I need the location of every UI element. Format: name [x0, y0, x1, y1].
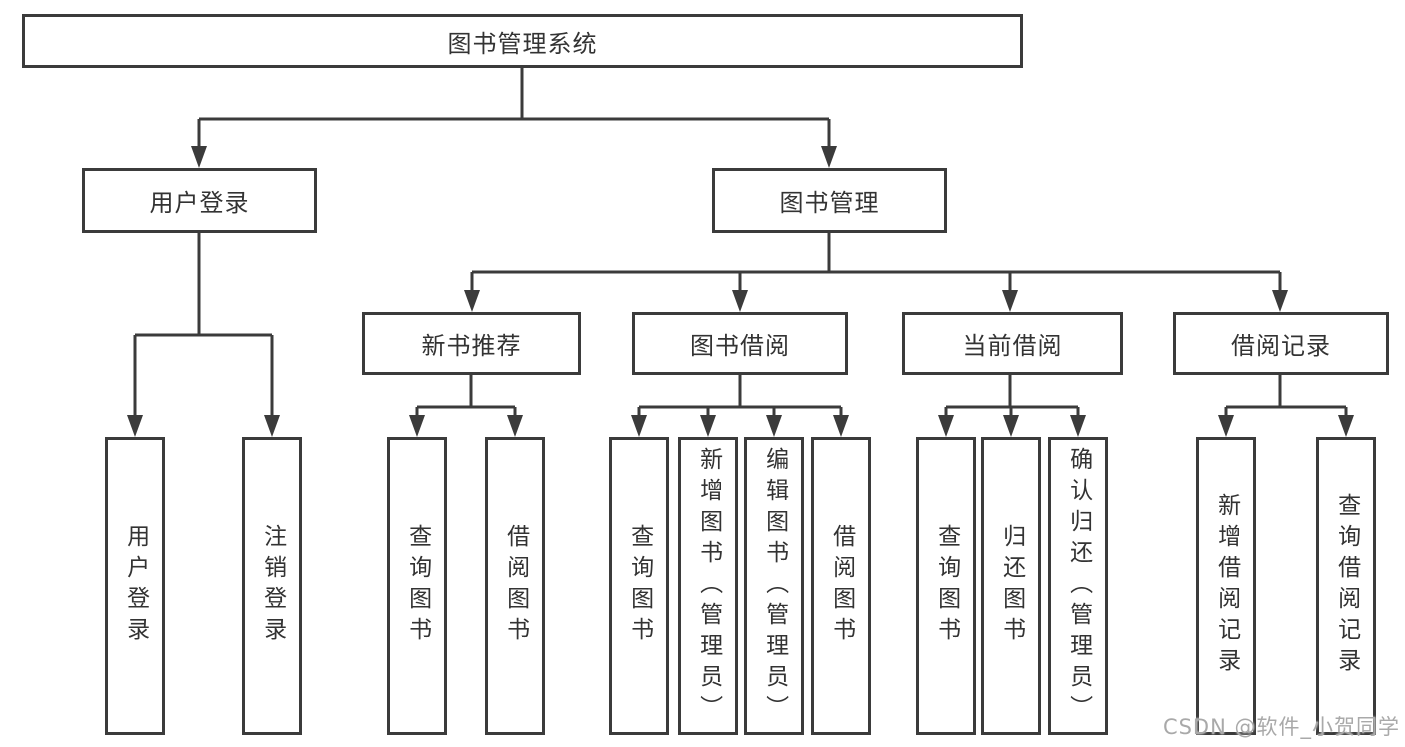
- leaf-borrow-books: 借阅图书: [811, 437, 871, 735]
- node-current-borrowing: 当前借阅: [902, 312, 1123, 375]
- leaf-query-books-borrowing: 查询图书: [609, 437, 669, 735]
- csdn-watermark: CSDN @软件_小贺同学: [1162, 715, 1400, 739]
- node-label: 新书推荐: [421, 332, 522, 360]
- connector-path: [133, 68, 1348, 420]
- leaf-add-borrow-record: 新增借阅记录: [1196, 437, 1256, 735]
- leaf-add-book-admin: 新增图书（管理员）: [678, 437, 738, 735]
- arrowhead-icons: [127, 146, 1354, 437]
- leaf-logout: 注销登录: [242, 437, 302, 735]
- leaf-label: 编辑图书（管理员）: [761, 446, 788, 726]
- leaf-label: 借阅图书: [502, 524, 529, 648]
- leaf-query-books-current: 查询图书: [916, 437, 976, 735]
- leaf-borrow-books-recommend: 借阅图书: [485, 437, 545, 735]
- leaf-user-login: 用户登录: [105, 437, 165, 735]
- leaf-return-books: 归还图书: [981, 437, 1041, 735]
- leaf-label: 归还图书: [998, 524, 1025, 648]
- leaf-confirm-return-admin: 确认归还（管理员）: [1048, 437, 1108, 735]
- node-book-borrowing: 图书借阅: [632, 312, 848, 375]
- node-label: 图书管理系统: [447, 29, 598, 58]
- node-label: 用户登录: [149, 189, 250, 217]
- node-label: 借阅记录: [1231, 332, 1331, 360]
- leaf-label: 查询图书: [626, 524, 653, 648]
- node-new-book-recommendation: 新书推荐: [362, 312, 581, 375]
- node-book-management-system: 图书管理系统: [22, 14, 1023, 68]
- node-book-management: 图书管理: [712, 168, 947, 233]
- node-borrowing-records: 借阅记录: [1173, 312, 1389, 375]
- leaf-label: 用户登录: [122, 524, 149, 648]
- leaf-label: 新增图书（管理员）: [695, 446, 722, 726]
- leaf-label: 新增借阅记录: [1213, 493, 1240, 679]
- leaf-label: 查询图书: [404, 524, 431, 648]
- node-user-login: 用户登录: [82, 168, 317, 233]
- node-label: 图书借阅: [690, 332, 790, 360]
- leaf-label: 查询图书: [933, 524, 960, 648]
- node-label: 当前借阅: [962, 332, 1063, 360]
- leaf-query-borrow-record: 查询借阅记录: [1316, 437, 1376, 735]
- leaf-label: 注销登录: [259, 524, 286, 648]
- leaf-label: 确认归还（管理员）: [1065, 446, 1092, 726]
- leaf-edit-book-admin: 编辑图书（管理员）: [744, 437, 804, 735]
- leaf-label: 查询借阅记录: [1333, 493, 1360, 679]
- leaf-label: 借阅图书: [828, 524, 855, 648]
- leaf-query-books-recommend: 查询图书: [387, 437, 447, 735]
- node-label: 图书管理: [779, 189, 880, 217]
